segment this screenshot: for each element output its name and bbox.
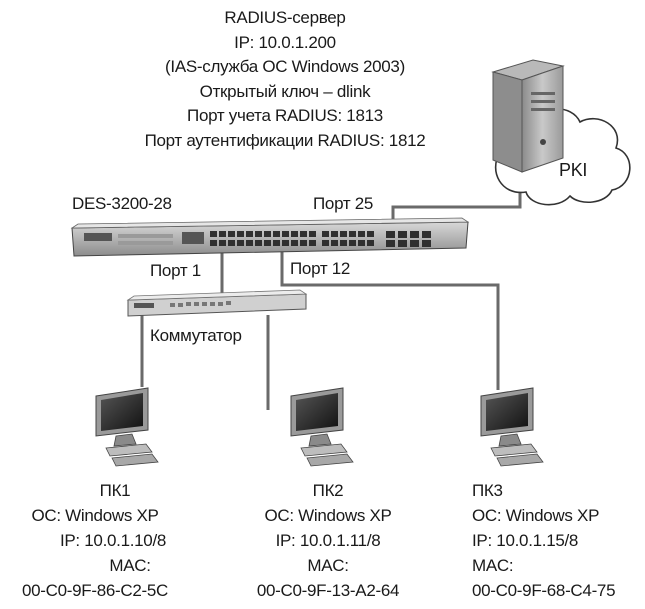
server-line-5: Порт учета RADIUS: 1813	[187, 106, 383, 125]
radius-server-icon	[491, 59, 565, 173]
pc1-ip: IP: 10.0.1.10/8	[59, 531, 167, 550]
pki-label: PKI	[559, 160, 588, 180]
port-25-label: Порт 25	[313, 194, 374, 213]
pc2-mac: 00-C0-9F-13-A2-64	[256, 581, 400, 600]
pc3-name: ПК3	[472, 481, 503, 500]
pc3-icon	[480, 387, 544, 467]
pc1-name: ПК1	[99, 481, 131, 500]
cable-port12-to-pc3	[280, 250, 500, 390]
hub-icon	[126, 289, 308, 317]
server-line-4: Открытый ключ – dlink	[199, 81, 371, 101]
pc2-info: ПК2 ОС: Windows XP IP: 10.0.1.11/8 MAC: …	[233, 478, 423, 603]
server-line-1: RADIUS-сервер	[224, 8, 346, 27]
server-line-2: IP: 10.0.1.200	[234, 32, 336, 52]
pc3-info: ПК3 ОС: Windows XP IP: 10.0.1.15/8 MAC: …	[448, 478, 645, 603]
server-line-6: Порт аутентификации RADIUS: 1812	[144, 130, 426, 150]
switch-model-label: DES-3200-28	[72, 194, 172, 213]
port-12-label: Порт 12	[290, 259, 351, 278]
pc2-name: ПК2	[312, 481, 344, 500]
server-line-3: (IAS-служба ОС Windows 2003)	[165, 57, 405, 76]
pc2-mac-label: MAC:	[307, 556, 349, 575]
pc1-mac-label: MAC:	[109, 556, 151, 575]
pc3-ip: IP: 10.0.1.15/8	[472, 531, 579, 550]
pc3-mac: 00-C0-9F-68-C4-75	[472, 581, 616, 600]
cables	[140, 190, 522, 410]
port-1-label: Порт 1	[150, 261, 201, 280]
hub-label: Коммутатор	[150, 326, 242, 345]
pc2-os: ОС: Windows XP	[264, 506, 392, 525]
pc2-ip: IP: 10.0.1.11/8	[275, 531, 381, 550]
pc1-os: ОС: Windows XP	[31, 506, 159, 525]
pc1-mac: 00-C0-9F-86-C2-5C	[21, 581, 169, 600]
pc1-info: ПК1 ОС: Windows XP IP: 10.0.1.10/8 MAC: …	[0, 478, 190, 603]
cable-switch-to-pki	[391, 190, 522, 230]
pc1-icon	[95, 387, 159, 467]
pc3-mac-label: MAC:	[472, 556, 514, 575]
pc2-icon	[290, 387, 354, 467]
radius-server-info: RADIUS-сервер IP: 10.0.1.200 (IAS-служба…	[120, 6, 450, 153]
pc3-os: ОС: Windows XP	[472, 506, 600, 525]
des-3200-switch-icon	[70, 217, 470, 257]
